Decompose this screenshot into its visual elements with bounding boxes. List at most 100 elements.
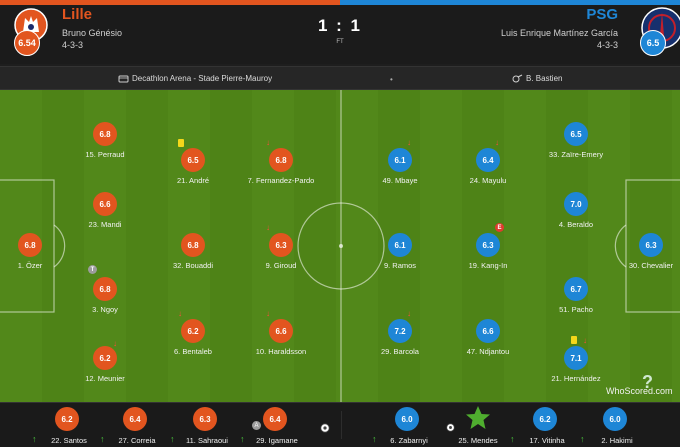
away-sub-zabarnyi[interactable]: ↑ 6.0 6. Zabarnyi [372,407,444,447]
away-player-zaire-emery[interactable]: 6.5 33. Zaïre-Emery [531,122,621,162]
player-name: 29. Igamane [256,436,298,445]
home-player-ozer[interactable]: 6.8 1. Özer [0,233,75,273]
whoscored-logo-icon: ? [642,372,653,392]
arrow-down-icon: ↓ [266,309,270,318]
arrow-up-icon: ↑ [580,434,585,444]
home-player-bentaleb[interactable]: ↓ 6.2 6. Bentaleb [148,309,238,359]
player-rating: 6.4 [476,148,500,172]
away-player-kang-in[interactable]: E 6.3 19. Kang-In [443,223,533,273]
football-icon [320,423,330,433]
home-player-mandi[interactable]: 6.6 23. Mandi [60,192,150,232]
away-player-mbaye[interactable]: ↓ 6.1 49. Mbaye [355,138,445,188]
player-rating: 6.8 [93,122,117,146]
event-badge: E [495,223,504,232]
player-rating: 6.2 [181,319,205,343]
player-name: 17. Vitinha [529,436,565,445]
away-sub-mendes[interactable]: 25. Mendes [443,406,513,447]
info-separator: • [390,75,393,84]
player-name: 3. Ngoy [92,305,118,314]
home-player-bouaddi[interactable]: 6.8 32. Bouaddi [148,233,238,273]
away-player-beraldo[interactable]: 7.0 4. Beraldo [531,192,621,232]
away-player-hernandez[interactable]: ↓ 7.1 21. Hernández [531,336,621,386]
player-rating: 7.1 [564,346,588,370]
player-name: 2. Hakimi [601,436,633,445]
home-sub-sahraoui[interactable]: ↑ 6.3 11. Sahraoui [170,407,242,447]
player-name: 24. Mayulu [469,176,507,185]
home-player-ngoy[interactable]: T 6.8 3. Ngoy [60,265,150,317]
away-player-ramos[interactable]: 6.1 9. Ramos [355,233,445,273]
player-rating: 7.0 [564,192,588,216]
player-name: 33. Zaïre-Emery [548,150,604,159]
away-sub-hakimi[interactable]: ↑ 6.0 2. Hakimi [580,407,652,447]
arrow-up-icon: ↑ [510,434,515,444]
watermark: WhoScored.com [606,386,673,396]
player-rating: 6.1 [388,148,412,172]
home-player-giroud[interactable]: ↓ 6.3 9. Giroud [236,223,326,273]
arrow-up-icon: ↑ [240,434,245,444]
player-name: 21. Hernández [551,374,601,383]
pitch: 6.8 15. Perraud 6.6 23. Mandi 6.8 1. Öze… [0,90,680,402]
player-name: 12. Meunier [85,374,125,383]
home-sub-igamane[interactable]: ↑ A 6.4 29. Igamane [240,407,312,447]
away-player-pacho[interactable]: 6.7 51. Pacho [531,277,621,317]
whistle-icon [512,74,523,83]
player-rating: 6.6 [476,319,500,343]
player-rating: 6.2 [55,407,79,431]
player-rating: 6.3 [269,233,293,257]
home-team-name[interactable]: Lille [62,6,93,23]
arrow-up-icon: ↑ [100,434,105,444]
arrow-up-icon: ↑ [32,434,37,444]
player-name: 32. Bouaddi [172,261,214,270]
player-rating: 6.3 [639,233,663,257]
home-player-perraud[interactable]: 6.8 15. Perraud [60,122,150,162]
player-name: 21. André [176,176,210,185]
player-name: 15. Perraud [85,150,125,159]
player-rating: 6.8 [18,233,42,257]
player-name: 47. Ndjantou [466,347,510,356]
away-player-ndjantou[interactable]: 6.6 47. Ndjantou [443,319,533,359]
player-rating: 6.8 [181,233,205,257]
player-rating: 6.0 [603,407,627,431]
arrow-down-icon: ↓ [266,138,270,147]
home-coach: Bruno Génésio [62,28,123,38]
player-rating: 6.2 [533,407,557,431]
away-player-mayulu[interactable]: ↓ 6.4 24. Mayulu [443,138,533,188]
player-name: 23. Mandi [88,220,122,229]
home-sub-correia[interactable]: ↑ 6.4 27. Correia [100,407,172,447]
arrow-down-icon: ↓ [407,309,411,318]
home-formation: 4-3-3 [62,40,84,50]
pitch-markings [0,90,680,402]
player-name: 27. Correia [118,436,156,445]
arrow-down-icon: ↓ [113,339,117,348]
venue-name: Decathlon Arena - Stade Pierre-Mauroy [132,74,273,83]
home-player-andre[interactable]: 6.5 21. André [148,139,238,188]
home-sub-santos[interactable]: ↑ 6.2 22. Santos [32,407,104,447]
player-name: 49. Mbaye [382,176,418,185]
away-player-chevalier[interactable]: 6.3 30. Chevalier [606,233,680,273]
arrow-up-icon: ↑ [372,434,377,444]
away-sub-vitinha[interactable]: ↑ 6.2 17. Vitinha [510,407,582,447]
away-team-name[interactable]: PSG [586,6,618,23]
player-rating: 6.0 [395,407,419,431]
home-player-haraldsson[interactable]: ↓ 6.6 10. Haraldsson [236,309,326,359]
player-name: 4. Beraldo [558,220,594,229]
home-player-fernandez-pardo[interactable]: ↓ 6.8 7. Fernandez-Pardo [236,138,326,188]
player-name: 11. Sahraoui [186,436,228,445]
player-rating: 7.2 [388,319,412,343]
player-rating: 6.1 [388,233,412,257]
substitutes-bar: ↑ 6.2 22. Santos ↑ 6.4 27. Correia ↑ 6.3… [0,402,680,447]
player-rating: 6.5 [564,122,588,146]
player-rating: 6.8 [269,148,293,172]
player-name: 25. Mendes [458,436,498,445]
yellow-card-icon [571,336,577,344]
match-header: 6.54 Lille Bruno Génésio 4-3-3 1 : 1 FT … [0,0,680,64]
away-coach: Luis Enrique Martínez García [500,28,618,38]
home-player-meunier[interactable]: ↓ 6.2 12. Meunier [60,339,150,386]
away-player-barcola[interactable]: ↓ 7.2 29. Barcola [355,309,445,359]
player-name: 22. Santos [51,436,87,445]
player-name: 1. Özer [17,261,43,270]
player-name: 30. Chevalier [628,261,674,270]
player-name: 7. Fernandez-Pardo [247,176,315,185]
arrow-down-icon: ↓ [407,138,411,147]
event-badge: T [88,265,97,274]
